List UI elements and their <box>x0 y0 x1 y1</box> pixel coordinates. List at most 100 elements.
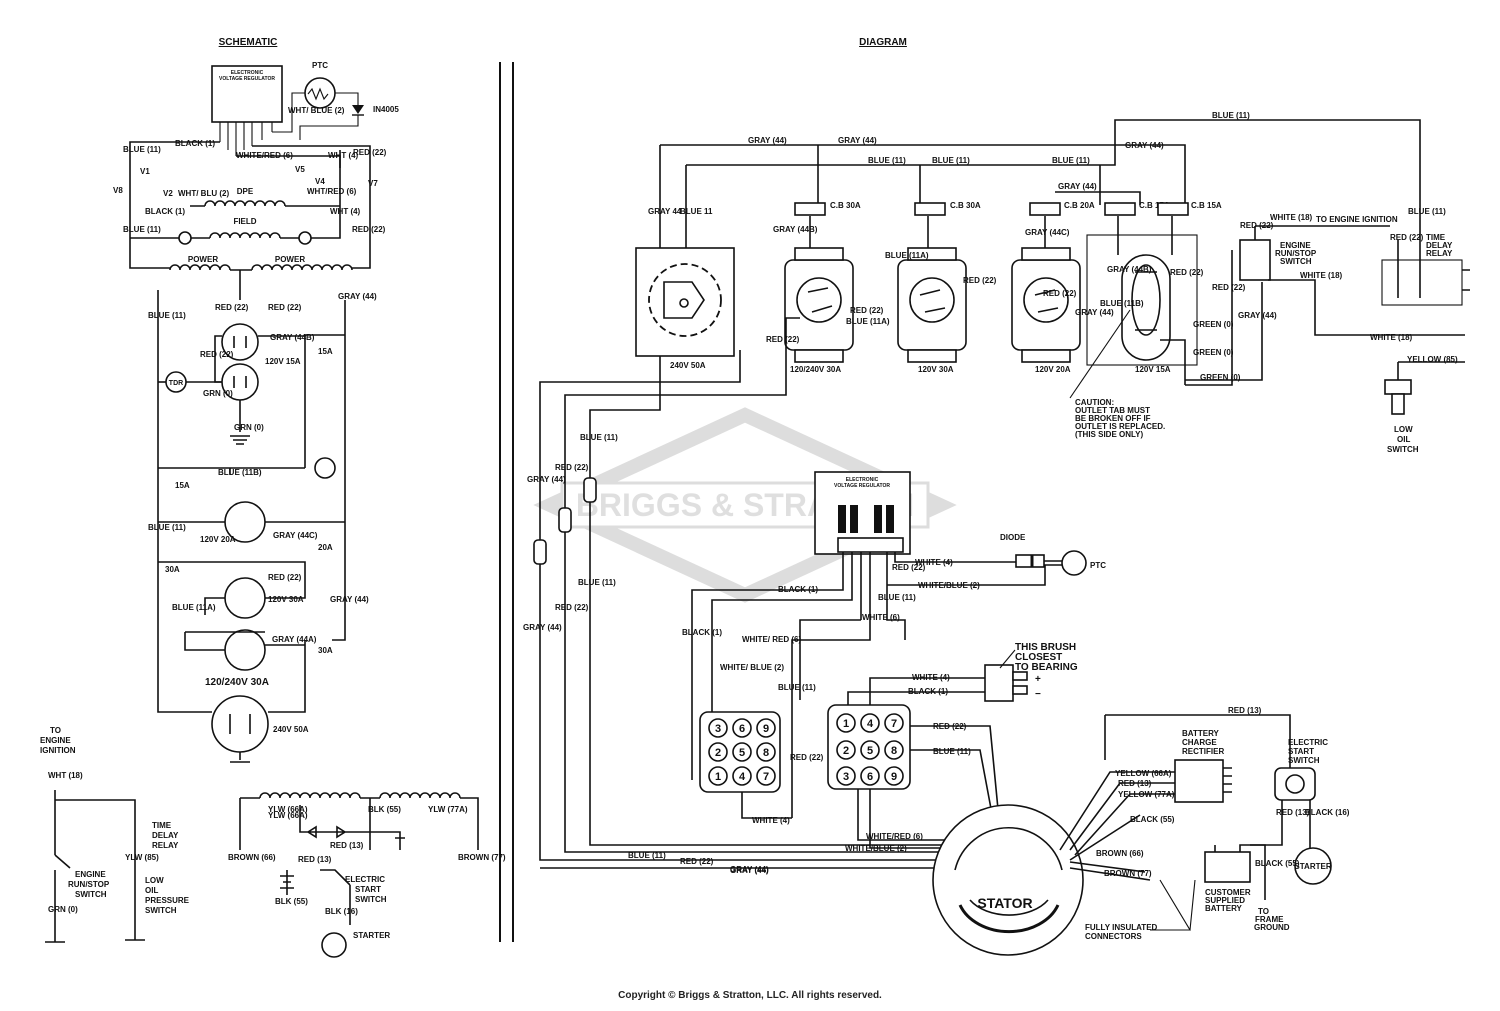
diagram-gray-44-s-text: GRAY (44) <box>730 866 769 875</box>
diagram-red-13c: RED (13) <box>1276 808 1310 817</box>
diagram-gray-44-left: GRAY (44) <box>527 475 566 484</box>
diagram-black-55b: BLACK (55) <box>1255 859 1300 868</box>
schematic-brown-77: BROWN (77) <box>458 853 506 862</box>
diagram-blue-11-k: BLUE (11) <box>578 578 616 587</box>
schematic-gray-44b: GRAY (44B) <box>270 333 315 342</box>
diagram-customer-battery <box>1204 851 1251 883</box>
schematic-power-coil-2 <box>251 264 353 271</box>
diagram-connector-2-pins: 1 4 7 2 5 8 3 6 9 <box>836 713 904 786</box>
schematic-electric-start-2: START <box>355 885 381 894</box>
schematic-low-oil-1: LOW <box>145 876 164 885</box>
diagram-white-red-6: WHITE/ RED (6) <box>742 635 801 644</box>
schematic-blue-11a: BLUE (11A) <box>172 603 216 612</box>
pin-c1-2: 6 <box>739 723 745 735</box>
diagram-blue-11-far: BLUE (11) <box>1212 111 1250 120</box>
schematic-blue-11b-label: BLUE (11B) <box>218 468 262 477</box>
pin-c1-6: 8 <box>763 747 769 759</box>
diagram-gray-44b: GRAY (44B) <box>773 225 818 234</box>
diagram-green-0-c: GREEN (0) <box>1200 373 1241 382</box>
schematic-gray-44: GRAY (44) <box>338 292 377 301</box>
schematic-heading: SCHEMATIC <box>219 37 278 48</box>
diagram-battery-rect-2: CHARGE <box>1182 738 1217 747</box>
schematic-red-22e: RED (22) <box>200 350 234 359</box>
schematic-ylw-66a-text: YLW (66A) <box>268 805 308 814</box>
diagram-white-blue-2: WHITE/BLUE (2) <box>918 581 980 590</box>
pin-c2-5: 5 <box>867 745 873 757</box>
schematic-ptc-label: PTC <box>312 61 328 70</box>
schematic-outlet-120-240v-30a <box>224 629 266 671</box>
schematic-field-coil <box>209 232 281 239</box>
schematic-wht-18: WHT (18) <box>48 771 83 780</box>
diagram-blue-11-left: BLUE (11) <box>580 433 618 442</box>
schematic-blk-55b: BLK (55) <box>275 897 308 906</box>
pin-c2-6: 8 <box>891 745 897 757</box>
diagram-yellow-85: YELLOW (85) <box>1407 355 1458 364</box>
schematic-time-delay-1: TIME <box>152 821 172 830</box>
diagram-white-4: WHITE (4) <box>915 558 953 567</box>
schematic-engine-switch-3: SWITCH <box>75 890 107 899</box>
schematic-black-1: BLACK (1) <box>175 139 215 148</box>
diagram-battery-rect-3: RECTIFIER <box>1182 747 1224 756</box>
diagram-engine-switch-1: ENGINE <box>1280 241 1311 250</box>
diagram-diode-label: DIODE <box>1000 533 1026 542</box>
schematic-black-1b: BLACK (1) <box>145 207 185 216</box>
diagram-time-delay-3: RELAY <box>1426 249 1453 258</box>
schematic-red-13b: RED (13) <box>298 855 332 864</box>
diagram-low-oil-3: SWITCH <box>1387 445 1419 454</box>
diagram-caution-1: CAUTION: <box>1075 398 1114 407</box>
pin-c2-4: 2 <box>843 745 849 757</box>
diagram-customer-battery-1: CUSTOMER <box>1205 888 1251 897</box>
schematic-red-22b: RED (22) <box>352 225 386 234</box>
schematic-engine-switch-1: ENGINE <box>75 870 106 879</box>
diagram-ptc <box>1061 550 1087 576</box>
diagram-gray-44-s: GRAY (44) <box>730 865 769 874</box>
schematic-low-oil-4: SWITCH <box>145 906 177 915</box>
diagram-blue-11b: BLUE (11B) <box>1100 299 1144 308</box>
schematic-electric-start-1: ELECTRIC <box>345 875 385 884</box>
diagram-blue-11a: BLUE (11A) <box>885 251 929 260</box>
schematic-blk-16: BLK (16) <box>325 907 358 916</box>
schematic-starter-label: STARTER <box>353 931 390 940</box>
diagram-starter-label: STARTER <box>1294 862 1331 871</box>
diagram-connector-1-pins: 3 6 9 2 5 8 1 4 7 <box>708 718 776 786</box>
schematic-blue-11d: BLUE (11) <box>148 523 186 532</box>
schematic-regulator-box <box>211 65 283 123</box>
diagram-blue-11-l: BLUE (11) <box>778 683 816 692</box>
schematic-time-delay-3: RELAY <box>152 841 179 850</box>
diagram-brush-minus: − <box>1035 689 1041 700</box>
diagram-caution-5: (THIS SIDE ONLY) <box>1075 430 1143 439</box>
diagram-low-oil-1: LOW <box>1394 425 1413 434</box>
diagram-white-18b: WHITE (18) <box>1300 271 1343 280</box>
schematic-engine-switch-2: RUN/STOP <box>68 880 110 889</box>
schematic-outlet-240v-50a <box>211 695 269 753</box>
schematic-v5: V5 <box>295 165 305 174</box>
diagram-gray-44-k: GRAY (44) <box>523 623 562 632</box>
pin-c2-1: 1 <box>843 718 849 730</box>
diagram-heading: DIAGRAM <box>859 37 907 48</box>
schematic-red-22: RED (22) <box>353 148 387 157</box>
schematic-rating-240v-50a: 240V 50A <box>273 725 309 734</box>
diagram-gray-44-f: GRAY (44) <box>1075 308 1114 317</box>
diagram-blue-11-top: BLUE (11) <box>868 156 906 165</box>
diagram-red-13: RED (13) <box>1228 706 1262 715</box>
schematic-dpe-coil <box>204 200 286 207</box>
schematic-ylw-77a: YLW (77A) <box>428 805 468 814</box>
pin-c1-8: 4 <box>739 771 746 783</box>
diagram-red-22-a: RED (22) <box>766 335 800 344</box>
schematic-dpe-label: DPE <box>237 187 254 196</box>
diagram-starter <box>1294 847 1332 885</box>
schematic-power-label-2: POWER <box>275 255 305 264</box>
diagram-cb-15a-1-label: C.B 15A <box>1139 201 1170 210</box>
pin-c1-4: 2 <box>715 747 721 759</box>
diagram-customer-battery-2: SUPPLIED <box>1205 896 1245 905</box>
schematic-rating-120v-20a: 120V 20A <box>200 535 236 544</box>
diagram-fully-insulated-1: FULLY INSULATED <box>1085 923 1158 932</box>
schematic-diode-label: IN4005 <box>373 105 399 114</box>
diagram-blue-11-s: BLUE (11) <box>628 851 666 860</box>
schematic-v4: V4 <box>315 177 325 186</box>
diagram-engine-switch-3: SWITCH <box>1280 257 1312 266</box>
diagram-brown-77: BROWN (77) <box>1104 869 1152 878</box>
diagram-cb-20a <box>1029 202 1061 216</box>
schematic-rating-120-240v-30a: 120/240V 30A <box>205 677 269 688</box>
schematic-to-engine-3: IGNITION <box>40 746 76 755</box>
